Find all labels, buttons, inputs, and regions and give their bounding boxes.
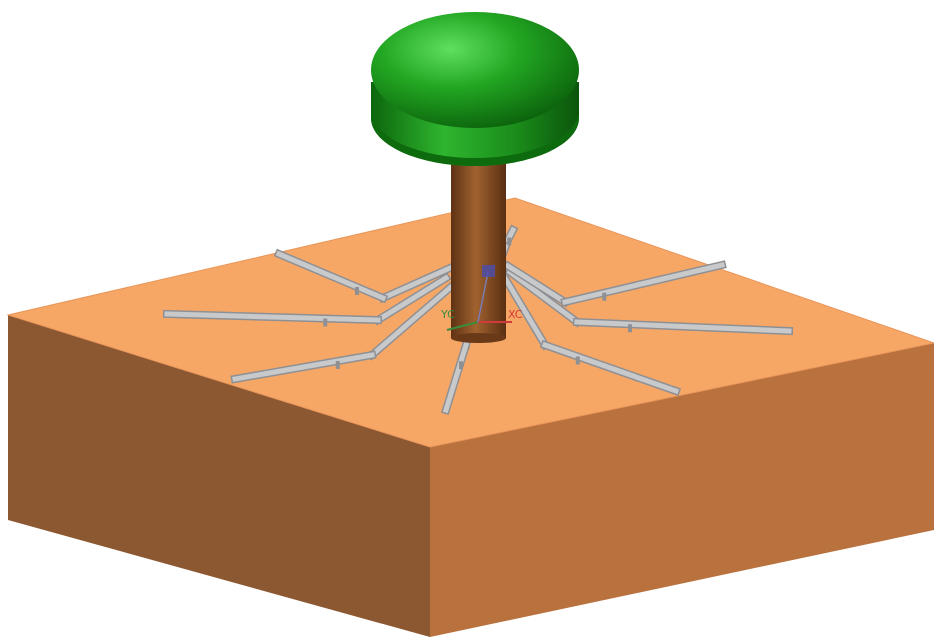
axis-y-label: YC — [440, 308, 455, 321]
trunk — [451, 160, 506, 343]
canopy — [371, 12, 579, 166]
trunk-base — [451, 333, 506, 343]
axis-z-marker — [482, 265, 495, 277]
axis-x-label: XC — [508, 308, 523, 321]
trunk-cylinder — [451, 160, 506, 338]
canopy-top — [371, 12, 579, 128]
